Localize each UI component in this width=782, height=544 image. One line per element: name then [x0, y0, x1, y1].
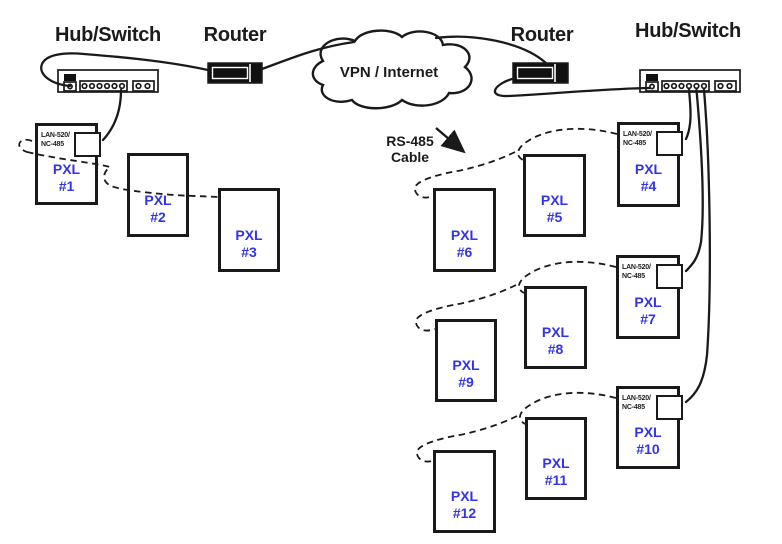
pxl-unit-number: #6	[456, 243, 473, 260]
lan-interface-label-line1: LAN-520/	[622, 264, 651, 271]
pxl-unit-label: PXL#11	[528, 455, 584, 489]
router-device-right-icon	[512, 62, 569, 84]
cable-right-hub-to-pxl7	[684, 88, 704, 273]
pxl-unit-number: #5	[546, 209, 563, 226]
pxl-unit-label: PXL#8	[527, 324, 584, 358]
lan-port-box	[656, 395, 683, 420]
pxl-unit-12: PXL#12	[433, 450, 496, 533]
pxl-unit-label: PXL#12	[436, 488, 493, 522]
pxl-unit-number: #2	[150, 208, 166, 225]
label-router-left: Router	[203, 24, 267, 46]
lan-port-box	[656, 131, 683, 156]
pxl-unit-label: PXL#9	[438, 357, 494, 391]
hub-switch-device-left-icon	[57, 69, 159, 93]
pxl-unit-label: PXL#10	[619, 424, 677, 458]
pxl-unit-label: PXL#7	[619, 294, 677, 328]
pxl-unit-name: PXL	[144, 191, 172, 208]
lan-interface-label-line1: LAN-520/	[623, 131, 652, 138]
lan-interface-label-line1: LAN-520/	[41, 132, 70, 139]
pxl-unit-2: PXL#2	[127, 153, 189, 237]
pxl-unit-number: #10	[636, 441, 660, 458]
lan-interface-label-line2: NC-485	[622, 273, 645, 280]
pxl-unit-name: PXL	[634, 293, 662, 310]
router-device-left-icon	[207, 62, 263, 84]
lan-interface-label: LAN-520/NC-485	[41, 131, 70, 149]
pxl-unit-number: #4	[640, 178, 657, 195]
hub-switch-device-right-icon	[639, 69, 741, 93]
lan-interface-label-line2: NC-485	[41, 141, 64, 148]
lan-interface-label: LAN-520/NC-485	[622, 263, 651, 281]
cable-right-hub-to-pxl4	[684, 88, 692, 141]
pxl-unit-name: PXL	[634, 424, 662, 441]
lan-interface-label: LAN-520/NC-485	[622, 394, 651, 412]
label-vpn-internet: VPN / Internet	[339, 64, 439, 81]
pxl-unit-label: PXL#3	[221, 227, 277, 261]
pxl-unit-name: PXL	[452, 357, 480, 374]
label-rs485-line1: RS-485	[386, 133, 434, 149]
cable-right-router-to-right-hub	[493, 76, 652, 98]
pxl-unit-name: PXL	[52, 160, 81, 177]
pxl-unit-9: PXL#9	[435, 319, 497, 402]
pxl-unit-name: PXL	[542, 455, 570, 472]
pxl-unit-number: #3	[241, 243, 257, 260]
pxl-unit-number: #9	[458, 374, 474, 391]
pxl-unit-name: PXL	[634, 161, 663, 178]
label-hub-switch-right: Hub/Switch	[635, 20, 741, 42]
pxl-unit-name: PXL	[450, 488, 479, 505]
pxl-unit-label: PXL#4	[620, 161, 677, 195]
pxl-unit-number: #12	[452, 505, 477, 522]
lan-port-box	[656, 264, 683, 289]
pxl-unit-11: PXL#11	[525, 417, 587, 500]
pxl-unit-6: PXL#6	[433, 188, 496, 272]
lan-interface-label-line1: LAN-520/	[622, 395, 651, 402]
lan-interface-label-line2: NC-485	[622, 404, 645, 411]
pxl-unit-label: PXL#1	[38, 161, 95, 195]
label-rs485-line2: Cable	[390, 149, 430, 165]
lan-port-box	[74, 132, 101, 157]
pxl-unit-name: PXL	[540, 192, 569, 209]
pxl-unit-label: PXL#2	[130, 192, 186, 226]
label-router-right: Router	[510, 24, 574, 46]
pxl-unit-number: #7	[640, 310, 656, 327]
label-rs485-cable: RS-485 Cable	[374, 133, 446, 165]
pxl-unit-name: PXL	[235, 226, 263, 243]
pxl-unit-8: PXL#8	[524, 286, 587, 369]
pxl-unit-number: #1	[58, 177, 75, 194]
cable-right-hub-to-pxl10	[684, 88, 711, 404]
pxl-unit-number: #8	[547, 341, 564, 358]
pxl-unit-name: PXL	[450, 226, 479, 243]
pxl-unit-name: PXL	[541, 324, 570, 341]
cable-left-hub-to-left-router	[40, 52, 210, 88]
pxl-unit-3: PXL#3	[218, 188, 280, 272]
lan-interface-label: LAN-520/NC-485	[623, 130, 652, 148]
lan-interface-label-line2: NC-485	[623, 140, 646, 147]
pxl-unit-5: PXL#5	[523, 154, 586, 237]
pxl-unit-label: PXL#6	[436, 227, 493, 261]
cable-left-hub-to-pxl1	[101, 88, 123, 142]
label-hub-switch-left: Hub/Switch	[55, 24, 161, 46]
pxl-unit-number: #11	[544, 472, 568, 489]
pxl-unit-label: PXL#5	[526, 192, 583, 226]
